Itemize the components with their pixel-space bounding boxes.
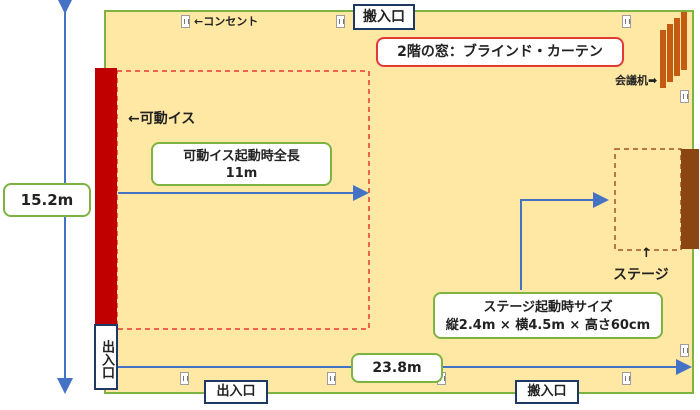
outlet-icon xyxy=(327,372,336,385)
window-note: 2階の窓：ブラインド・カーテン xyxy=(376,37,624,67)
bottom-entrance: 出入口 xyxy=(204,380,268,404)
stage-label: ステージ xyxy=(613,267,669,283)
outlet-icon xyxy=(680,344,689,357)
seats-length-value: 11m xyxy=(225,166,258,181)
movable-seats-label: ←可動イス xyxy=(128,111,196,127)
stage xyxy=(681,149,699,249)
stage-size-arrow xyxy=(520,192,609,290)
outlet-icon xyxy=(680,90,689,103)
left-entrance: 出入口 xyxy=(94,324,118,390)
seats-length-box: 可動イス起動時全長 11m xyxy=(151,142,332,186)
bottom-loading-entrance: 搬入口 xyxy=(515,380,579,404)
stage-size-value: 縦2.4m × 横4.5m × 高さ60cm xyxy=(445,318,651,333)
stage-extended-area xyxy=(614,148,682,251)
stage-arrow: ↑ xyxy=(641,246,652,261)
seats-length-title: 可動イス起動時全長 xyxy=(183,149,300,164)
width-label: 23.8m xyxy=(351,353,443,383)
height-label: 15.2m xyxy=(3,183,91,217)
seats-extended-area xyxy=(116,70,370,330)
outlet-icon xyxy=(622,15,631,28)
stage-size-box: ステージ起動時サイズ 縦2.4m × 横4.5m × 高さ60cm xyxy=(433,292,663,339)
outlet-label: ←コンセント xyxy=(194,15,259,28)
top-loading-entrance: 搬入口 xyxy=(353,4,415,30)
stage-size-title: ステージ起動時サイズ xyxy=(483,300,613,315)
movable-seats xyxy=(95,68,117,364)
outlet-icon xyxy=(180,372,189,385)
meeting-desk-label: 会議机➡ xyxy=(615,74,658,87)
outlet-icon xyxy=(336,15,345,28)
outlet-icon xyxy=(181,15,190,28)
outlet-icon xyxy=(622,372,631,385)
